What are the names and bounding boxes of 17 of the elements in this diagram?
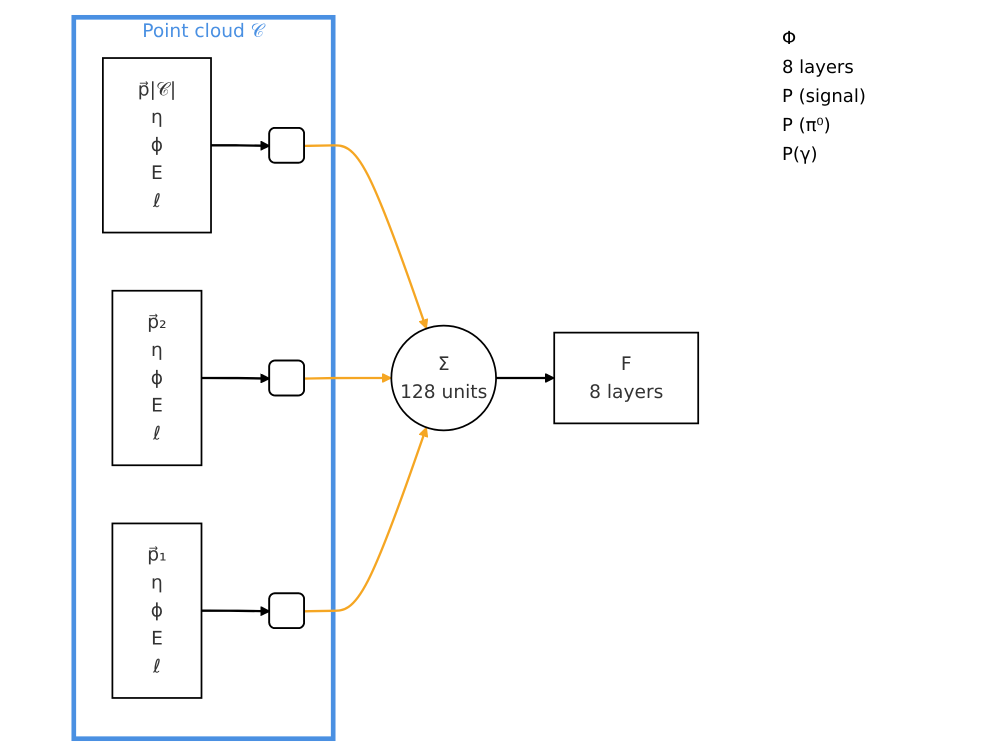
label-text: 8 layers: [782, 57, 855, 78]
node-box: p⃗|𝒞| η ϕ E ℓ: [102, 57, 212, 234]
label-text: Φ: [782, 28, 798, 49]
node-circle: Σ 128 units: [390, 324, 497, 432]
label-text: P (signal): [782, 86, 867, 107]
arrow: [211, 140, 270, 151]
arrow: [304, 372, 392, 384]
arrow: [202, 606, 270, 616]
node-box: p⃗₂ η ϕ E ℓ: [112, 290, 202, 466]
label-text: P(γ): [782, 144, 819, 165]
arrow: [304, 426, 428, 612]
label-text: P (π⁰): [782, 115, 832, 136]
node-box: p⃗₁ η ϕ E ℓ: [112, 522, 202, 699]
arrow: [304, 144, 428, 330]
arrow: [496, 372, 555, 384]
arrow: [202, 373, 270, 384]
node-box: F 8 layers: [553, 332, 700, 424]
